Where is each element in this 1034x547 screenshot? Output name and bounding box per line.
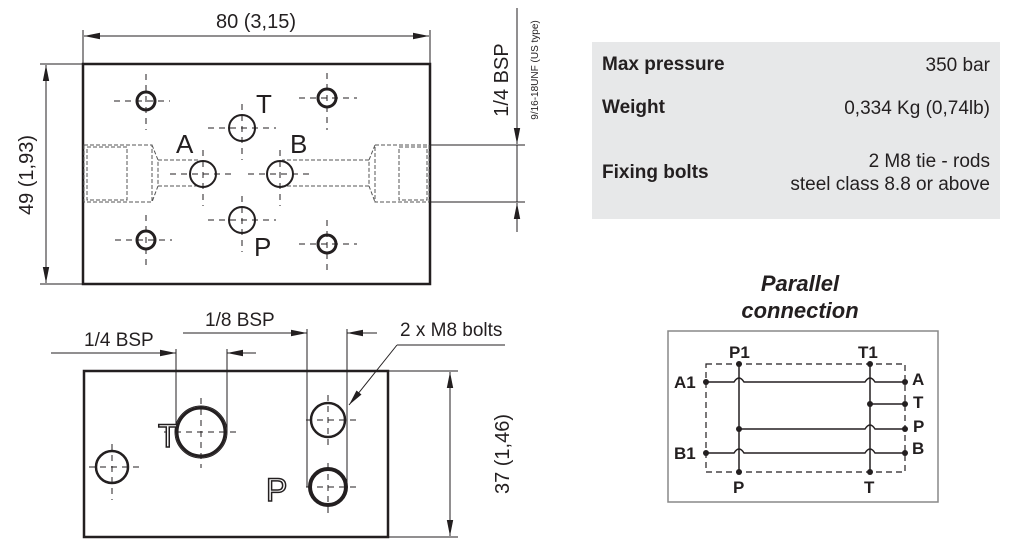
label-t-bottom: T xyxy=(864,478,875,497)
spec-value: 2 M8 tie - rods steel class 8.8 or above xyxy=(790,150,990,196)
width-dimension-label: 80 (3,15) xyxy=(216,11,296,33)
title-line: connection xyxy=(741,298,859,323)
bolts-callout-label: 2 x M8 bolts xyxy=(400,320,502,341)
port-channel-a xyxy=(83,144,200,203)
spec-label: Weight xyxy=(602,97,665,118)
spec-row-max-pressure: Max pressure 350 bar xyxy=(592,54,1000,76)
bolt-hole xyxy=(114,74,170,130)
spec-value: 0,334 Kg (0,74lb) xyxy=(844,97,990,119)
bolt-hole xyxy=(299,73,357,130)
specs-table: Max pressure 350 bar Weight 0,334 Kg (0,… xyxy=(592,42,1000,219)
schematic-frame xyxy=(667,330,939,503)
bolt-hole-side xyxy=(306,395,356,445)
label-t: T xyxy=(913,393,924,412)
port-t xyxy=(208,104,276,160)
parallel-connection-title: Parallel connection xyxy=(700,270,900,324)
eighth-bsp-label: 1/8 BSP xyxy=(205,310,275,331)
port-channel-b xyxy=(282,144,430,203)
pilot-hole-side xyxy=(89,444,139,500)
port-label-p: P xyxy=(254,232,271,262)
parallel-schematic xyxy=(667,330,939,503)
label-p-bottom: P xyxy=(733,478,744,497)
spec-value-line: 2 M8 tie - rods xyxy=(868,151,990,172)
side-port-label-p: P xyxy=(266,472,287,508)
port-label-t: T xyxy=(256,89,272,119)
junction-dots xyxy=(703,361,908,475)
port-t-side xyxy=(164,398,236,468)
port-label-b: B xyxy=(290,129,307,159)
label-a: A xyxy=(912,370,924,389)
spec-row-fixing-bolts: Fixing bolts 2 M8 tie - rods steel class… xyxy=(592,150,1000,196)
side-view xyxy=(51,329,505,539)
bolts-leader-line xyxy=(348,344,398,406)
title-line: Parallel xyxy=(760,271,840,296)
label-a1: A1 xyxy=(674,373,696,392)
height-dimension-label: 49 (1,93) xyxy=(16,135,38,215)
spec-value-line: steel class 8.8 or above xyxy=(790,174,990,195)
port-size-label: 1/4 BSP xyxy=(491,43,513,116)
top-view xyxy=(40,8,525,286)
port-label-a: A xyxy=(176,129,194,159)
bolt-hole xyxy=(115,215,172,270)
port-b xyxy=(248,150,313,206)
port-p xyxy=(208,196,276,252)
spec-row-weight: Weight 0,334 Kg (0,74lb) xyxy=(592,97,1000,119)
label-t1: T1 xyxy=(858,343,878,362)
side-port-label-t: T xyxy=(158,418,178,454)
label-b1: B1 xyxy=(674,444,696,463)
port-p-side xyxy=(306,463,356,518)
spec-label: Max pressure xyxy=(602,54,725,75)
port-a xyxy=(170,150,235,206)
spec-value: 350 bar xyxy=(925,54,990,76)
label-p1: P1 xyxy=(729,343,750,362)
quarter-bsp-label: 1/4 BSP xyxy=(84,330,154,351)
subplate-body-side xyxy=(82,369,390,539)
bolt-hole xyxy=(299,220,357,273)
port-size-us-label: 9/16-18UNF (US type) xyxy=(530,20,541,119)
label-b: B xyxy=(912,439,924,458)
subplate-body-top xyxy=(81,62,432,286)
spec-label: Fixing bolts xyxy=(602,162,709,183)
label-p: P xyxy=(913,417,924,436)
side-height-dimension-label: 37 (1,46) xyxy=(492,414,514,494)
